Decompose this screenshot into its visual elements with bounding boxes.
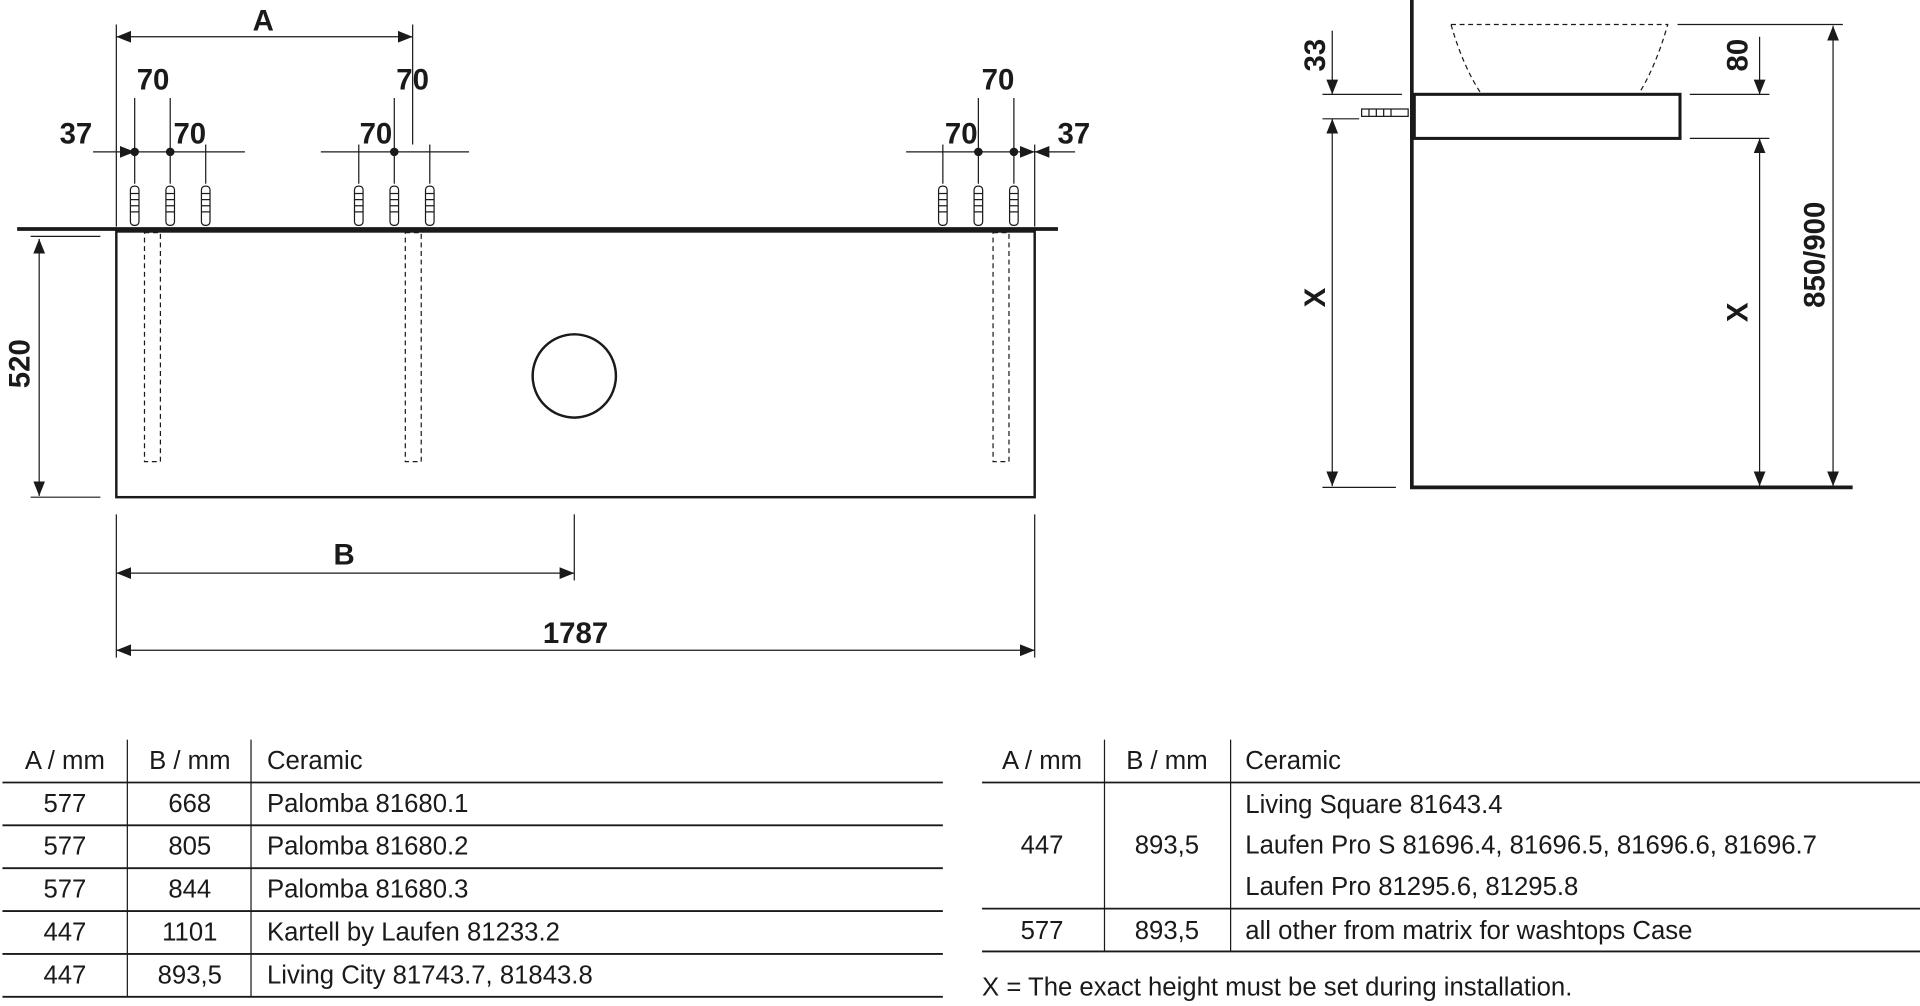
table-cell-b: 805 [168,833,211,861]
table-cell-b: 893,5 [1135,832,1199,860]
table-cell-ceramic: Kartell by Laufen 81233.2 [267,918,560,946]
column-header-b: B / mm [1126,747,1207,775]
table-cell-ceramic: Palomba 81680.3 [267,876,469,904]
dim-70-label: 70 [173,117,206,150]
footnote: X = The exact height must be set during … [982,974,1572,1002]
dim-1787-label: 1787 [543,617,608,650]
hidden-supports [143,232,1010,463]
wall-and-floor [1410,0,1853,490]
table-cell-a: 577 [43,790,86,818]
table-cell-a: 447 [43,961,86,989]
dim-70-label: 70 [137,63,170,96]
table-cell-b: 893,5 [158,961,222,989]
table-cell-b: 1101 [162,918,217,946]
table-cell-a: 577 [43,876,86,904]
table-cell-a: 447 [1021,832,1064,860]
table-cell-a: 577 [43,833,86,861]
table-right: A / mm B / mm Ceramic 447 893,5 Living S… [982,739,1920,953]
table-cell-ceramic: Palomba 81680.1 [267,790,469,818]
table-cell-ceramic: Laufen Pro S 81696.4, 81696.5, 81696.6, … [1245,832,1817,860]
dim-b-label: B [333,539,354,572]
side-view: 33 X 80 X 850/900 [1299,0,1853,490]
table-cell-ceramic: Palomba 81680.2 [267,833,469,861]
dim-a-label: A [253,5,274,38]
table-cell-b: 893,5 [1135,917,1199,945]
dim-70-label: 70 [982,63,1015,96]
front-view: A 70 70 70 70 70 70 37 37 520 B 1787 [3,5,1090,658]
wall-anchors [129,185,1019,226]
column-header-a: A / mm [25,747,105,775]
table-cell-b: 844 [168,876,211,904]
anchor-dots [130,147,1019,157]
column-header-ceramic: Ceramic [267,747,363,775]
table-cell-ceramic: Living Square 81643.4 [1245,791,1502,819]
wall-screw [1361,108,1409,117]
column-header-a: A / mm [1002,747,1082,775]
dim-37-label: 37 [60,117,93,150]
column-header-b: B / mm [149,747,230,775]
drain-hole [531,333,618,419]
wall-anchor [129,185,140,226]
table-cell-b: 668 [168,790,211,818]
dim-x-label: X [1299,287,1332,307]
dim-70-label: 70 [360,117,393,150]
column-header-ceramic: Ceramic [1245,747,1341,775]
dim-37-label: 37 [1058,117,1091,150]
table-cell-ceramic: all other from matrix for washtops Case [1245,917,1692,945]
dim-x-label: X [1721,302,1754,322]
table-cell-a: 447 [43,918,86,946]
washtop-section [1412,92,1682,140]
dim-80-label: 80 [1721,39,1754,72]
dim-520-label: 520 [3,339,36,388]
bowl-outline [1450,23,1669,95]
dim-70-label: 70 [945,117,978,150]
table-cell-a: 577 [1021,917,1064,945]
table-cell-ceramic: Laufen Pro 81295.6, 81295.8 [1245,873,1578,901]
dim-70-label: 70 [396,63,429,96]
table-cell-ceramic: Living City 81743.7, 81843.8 [267,961,593,989]
dim-33-label: 33 [1299,39,1332,72]
dim-850-900-label: 850/900 [1798,202,1831,308]
cabinet-outline [115,230,1036,499]
